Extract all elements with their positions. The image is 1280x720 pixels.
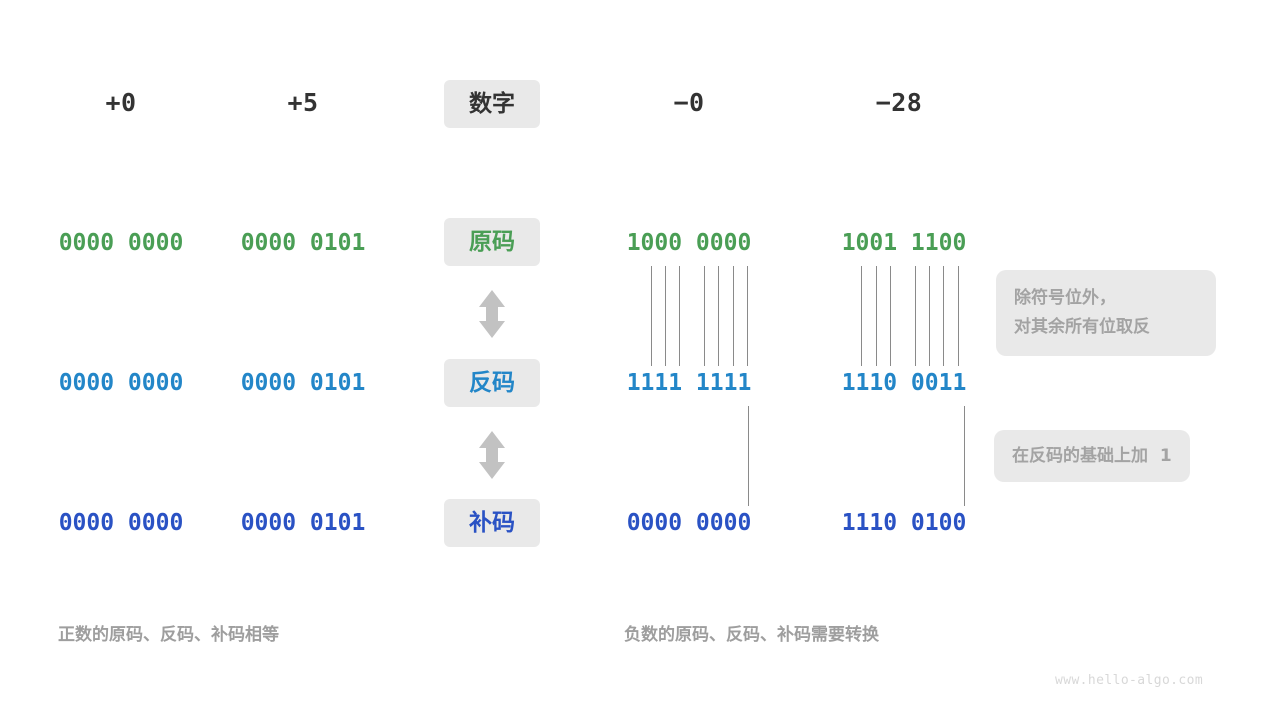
double-arrow-icon-sign-to-ones <box>476 288 508 344</box>
note-add-one: 在反码的基础上加 1 <box>994 430 1190 482</box>
cell-twos-complement-plus-five: 0000 0101 <box>240 510 366 536</box>
connector-line-minus-28-bit3 <box>876 266 877 366</box>
header-minus-28: −28 <box>875 88 923 117</box>
connector-line-minus-28-bit7 <box>943 266 944 366</box>
cell-ones-complement-plus-zero: 0000 0000 <box>58 370 184 396</box>
connector-line-minus-zero-bit5 <box>704 266 705 366</box>
cell-ones-complement-plus-five: 0000 0101 <box>240 370 366 396</box>
pill-sign-magnitude: 原码 <box>444 218 540 266</box>
pill-number: 数字 <box>444 80 540 128</box>
connector-line-minus-zero-bit6 <box>718 266 719 366</box>
caption-positive: 正数的原码、反码、补码相等 <box>58 625 279 645</box>
connector-line-minus-zero-bit3 <box>665 266 666 366</box>
header-plus-zero: +0 <box>105 88 137 117</box>
pill-ones-complement: 反码 <box>444 359 540 407</box>
connector-line-minus-zero-bit8 <box>747 266 748 366</box>
cell-sign-magnitude-minus-zero: 1000 0000 <box>626 230 752 256</box>
connector-line-minus-zero-bit2 <box>651 266 652 366</box>
cell-ones-complement-minus-zero: 1111 1111 <box>626 370 752 396</box>
note-invert-bits: 除符号位外， 对其余所有位取反 <box>996 270 1216 356</box>
cell-twos-complement-minus-28: 1110 0100 <box>841 510 967 536</box>
cell-ones-complement-minus-28: 1110 0011 <box>841 370 967 396</box>
double-arrow-icon-ones-to-twos <box>476 429 508 485</box>
connector-line-minus-28-bit6 <box>929 266 930 366</box>
pill-twos-complement: 补码 <box>444 499 540 547</box>
header-plus-five: +5 <box>287 88 319 117</box>
connector-line-minus-28-bit5 <box>915 266 916 366</box>
cell-sign-magnitude-plus-five: 0000 0101 <box>240 230 366 256</box>
watermark: www.hello-algo.com <box>1055 673 1204 688</box>
header-minus-zero: −0 <box>673 88 705 117</box>
caption-negative: 负数的原码、反码、补码需要转换 <box>624 625 879 645</box>
connector-line-minus-zero-bit4 <box>679 266 680 366</box>
connector-line-minus-28-bit8 <box>958 266 959 366</box>
cell-sign-magnitude-minus-28: 1001 1100 <box>841 230 967 256</box>
connector-line-minus-zero-carry <box>748 406 749 506</box>
cell-sign-magnitude-plus-zero: 0000 0000 <box>58 230 184 256</box>
cell-twos-complement-plus-zero: 0000 0000 <box>58 510 184 536</box>
connector-line-minus-28-bit2 <box>861 266 862 366</box>
connector-line-minus-28-carry <box>964 406 965 506</box>
connector-line-minus-28-bit4 <box>890 266 891 366</box>
connector-line-minus-zero-bit7 <box>733 266 734 366</box>
cell-twos-complement-minus-zero: 0000 0000 <box>626 510 752 536</box>
